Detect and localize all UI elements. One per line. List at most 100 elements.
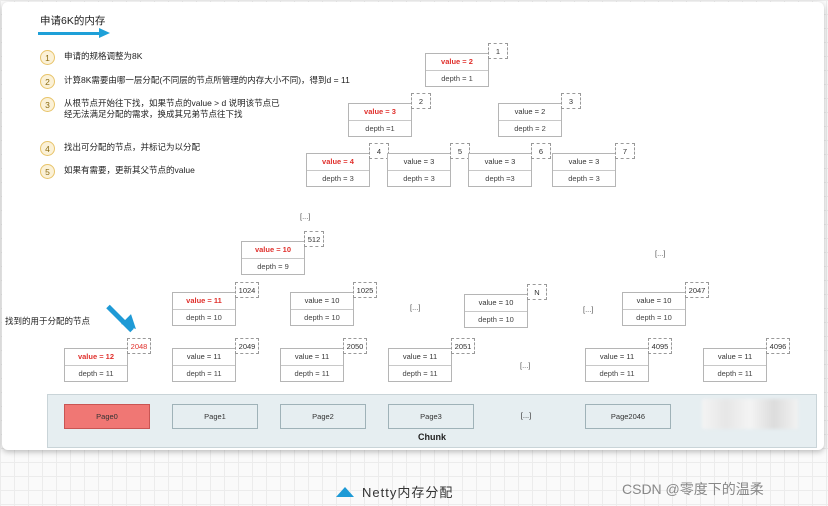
node-depth: depth = 1 [441,74,473,83]
title-arrow-icon [99,28,110,38]
node-value: value = 10 [623,293,685,310]
node-index: 2050 [343,338,367,354]
node-index: 4096 [766,338,790,354]
tree-node-1: value = 2 depth = 1 1 [425,43,508,87]
node-index: 6 [531,143,551,159]
step-text: 从根节点开始往下找，如果节点的value > d 说明该节点已经无法满足分配的需… [64,98,280,119]
node-depth: depth = 10 [186,313,222,322]
node-value: value = 11 [389,349,451,366]
step-text: 计算8K需要由哪一层分配(不同层的节点所管理的内存大小不同)，得到d = 11 [64,75,350,85]
ellipsis: [...] [410,303,421,312]
figure-caption: Netty内存分配 [362,485,454,500]
page-1: Page1 [172,404,258,429]
node-index: 2047 [685,282,709,298]
step-number: 5 [40,164,55,179]
page-ellipsis: [...] [496,404,556,429]
node-index: 2048 [127,338,151,354]
node-depth: depth = 9 [257,262,289,271]
node-depth: depth = 11 [402,369,438,378]
tree-node-2051: value = 11 depth = 11 2051 [388,338,475,382]
node-depth: depth = 11 [186,369,222,378]
step-text: 找出可分配的节点，并标记为以分配 [64,142,201,152]
ellipsis: [...] [583,305,594,314]
node-index: 2 [411,93,431,109]
tree-node-2049: value = 11 depth = 11 2049 [172,338,259,382]
page-2: Page2 [280,404,366,429]
node-value: value = 11 [704,349,766,366]
tree-node-512: value = 10 depth = 9 512 [241,231,324,275]
node-depth: depth = 11 [717,369,753,378]
node-depth: depth = 3 [403,174,435,183]
chunk-label: Chunk [418,432,446,442]
tree-node-4: value = 4 depth = 3 4 [306,143,389,187]
ellipsis: [...] [655,249,666,258]
node-index: 5 [450,143,470,159]
node-index: 2051 [451,338,475,354]
node-index: 4 [369,143,389,159]
node-index: 512 [304,231,324,247]
tree-node-5: value = 3 depth = 3 5 [387,143,470,187]
caption-triangle-icon [336,487,354,497]
node-depth: depth = 11 [599,369,635,378]
node-index: N [527,284,547,300]
title-arrow-line [38,32,100,35]
node-index: 1 [488,43,508,59]
step-number: 1 [40,50,55,65]
ellipsis: [...] [300,212,311,221]
node-depth: depth = 2 [514,124,546,133]
node-value: value = 3 [388,154,450,171]
node-value: value = 10 [465,295,527,312]
node-depth: depth = 10 [304,313,340,322]
diagram-title: 申请6K的内存 [40,15,106,27]
node-depth: depth =3 [485,174,515,183]
found-node-label: 找到的用于分配的节点 [5,316,91,326]
tree-node-2047: value = 10 depth = 10 2047 [622,282,709,326]
node-value: value = 10 [291,293,353,310]
page-0: Page0 [64,404,150,429]
node-depth: depth = 11 [78,369,114,378]
node-value: value = 3 [553,154,615,171]
node-value: value = 11 [281,349,343,366]
node-index: 3 [561,93,581,109]
node-value: value = 3 [469,154,531,171]
node-index: 4095 [648,338,672,354]
node-value: value = 11 [173,349,235,366]
node-depth: depth = 10 [636,313,672,322]
node-index: 7 [615,143,635,159]
node-value: value = 11 [586,349,648,366]
ellipsis: [...] [520,361,531,370]
tree-node-1025: value = 10 depth = 10 1025 [290,282,377,326]
node-value: value = 2 [426,54,488,71]
node-depth: depth =1 [365,124,395,133]
page-2046: Page2046 [585,404,671,429]
tree-node-2048: value = 12 depth = 11 2048 [64,338,151,382]
node-value: value = 11 [173,293,235,310]
node-value: value = 12 [65,349,127,366]
tree-node-7: value = 3 depth = 3 7 [552,143,635,187]
step-number: 4 [40,141,55,156]
node-index: 1025 [353,282,377,298]
node-index: 1024 [235,282,259,298]
blurred-page [702,399,798,429]
node-value: value = 4 [307,154,369,171]
node-depth: depth = 10 [478,315,514,324]
node-index: 2049 [235,338,259,354]
node-value: value = 2 [499,104,561,121]
step-number: 2 [40,74,55,89]
tree-node-2: value = 3 depth =1 2 [348,93,431,137]
tree-node-3: value = 2 depth = 2 3 [498,93,581,137]
tree-node-1024: value = 11 depth = 10 1024 [172,282,259,326]
diagram-card: 申请6K的内存 1 申请的规格调整为8K 2 计算8K需要由哪一层分配(不同层的… [2,2,824,450]
chunk-container: Page0 Page1 Page2 Page3 [...] Page2046 C… [47,394,817,448]
tree-node-6: value = 3 depth =3 6 [468,143,551,187]
tree-node-2050: value = 11 depth = 11 2050 [280,338,367,382]
node-depth: depth = 11 [294,369,330,378]
node-depth: depth = 3 [568,174,600,183]
page-3: Page3 [388,404,474,429]
node-value: value = 10 [242,242,304,259]
step-text: 如果有需要，更新其父节点的value [64,165,195,175]
tree-node-4096: value = 11 depth = 11 4096 [703,338,790,382]
watermark: CSDN @零度下的温柔 [622,481,764,497]
node-depth: depth = 3 [322,174,354,183]
tree-node-n: value = 10 depth = 10 N [464,284,547,328]
